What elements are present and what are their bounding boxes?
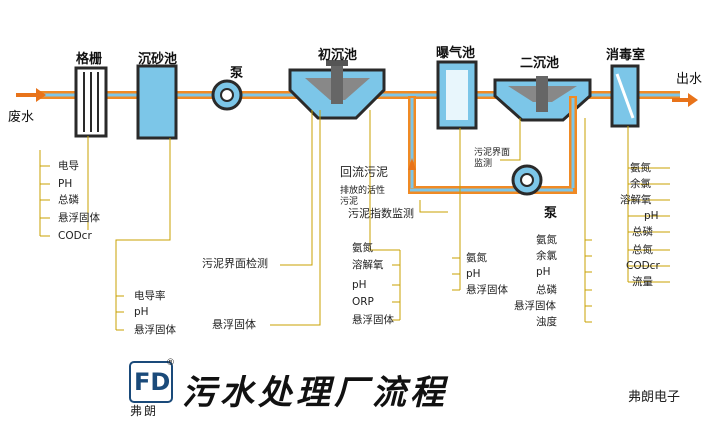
outlet-arrow bbox=[672, 93, 698, 107]
label-inlet: 废水 bbox=[8, 110, 35, 125]
param-outlet-6: CODcr bbox=[626, 260, 660, 272]
primary-clarifier-unit bbox=[288, 60, 386, 120]
param-aeration-0: 氨氮 bbox=[466, 252, 487, 264]
param-inlet-0: 电导 bbox=[58, 160, 79, 172]
param-outlet-4: 总磷 bbox=[632, 226, 653, 238]
return-arrow bbox=[408, 158, 416, 170]
param-pump1-2: 悬浮固体 bbox=[134, 324, 176, 336]
logo-glyph: FD bbox=[134, 368, 171, 396]
label-sludge-index-monitor: 污泥指数监测 bbox=[348, 207, 414, 220]
grit-chamber-unit bbox=[136, 64, 178, 140]
secondary-clarifier-unit bbox=[493, 76, 592, 122]
param-secondary-0: 氨氮 bbox=[536, 234, 557, 246]
diagram-title: 污水处理厂流程 bbox=[182, 373, 448, 413]
param-secondary-1: 余氯 bbox=[536, 250, 557, 262]
monitor-lines bbox=[39, 110, 670, 331]
label-primary-clarifier: 初沉池 bbox=[318, 48, 358, 63]
param-inlet-2: 总磷 bbox=[58, 194, 79, 206]
param-outlet-7: 流量 bbox=[632, 276, 653, 288]
label-sludge-interface-detection: 污泥界面检测 bbox=[202, 257, 268, 270]
logo-text: 弗朗 bbox=[130, 404, 159, 418]
param-primary-3: ORP bbox=[352, 296, 374, 308]
param-primary-1: 溶解氧 bbox=[352, 259, 384, 271]
param-outlet-3: pH bbox=[644, 210, 659, 222]
param-inlet-3: 悬浮固体 bbox=[58, 212, 100, 224]
label-disinfection-room: 消毒室 bbox=[606, 48, 646, 63]
param-primary-4: 悬浮固体 bbox=[352, 314, 394, 326]
label-secondary-clarifier: 二沉池 bbox=[520, 56, 560, 71]
param-secondary-3: 总磷 bbox=[536, 284, 557, 296]
param-primary-0: 氨氮 bbox=[352, 242, 373, 254]
label-return-sludge: 回流污泥 bbox=[340, 165, 389, 179]
inlet-arrow bbox=[16, 88, 46, 102]
param-aeration-1: pH bbox=[466, 268, 481, 280]
label-pump1: 泵 bbox=[230, 66, 244, 81]
aeration-tank-unit bbox=[436, 60, 478, 130]
label-waste-sludge: 排放的活性污泥 bbox=[340, 186, 386, 207]
param-primary-2: pH bbox=[352, 279, 367, 291]
label-grit-chamber: 沉砂池 bbox=[138, 52, 178, 67]
param-outlet-2: 溶解氧 bbox=[620, 194, 652, 206]
param-outlet-0: 氨氮 bbox=[630, 162, 651, 174]
label-sludge-interface-monitor-top: 污泥界面监测 bbox=[474, 148, 511, 169]
param-outlet-5: 总氮 bbox=[632, 244, 653, 256]
logo bbox=[129, 361, 173, 403]
logo-registered: ® bbox=[166, 358, 175, 368]
param-pump1-1: pH bbox=[134, 306, 149, 318]
watermark: 弗朗电子 bbox=[628, 390, 681, 405]
param-aeration-2: 悬浮固体 bbox=[466, 284, 508, 296]
label-grille: 格栅 bbox=[76, 52, 103, 67]
label-aeration-tank: 曝气池 bbox=[436, 46, 476, 61]
disinfection-unit bbox=[610, 64, 640, 128]
label-pump2: 泵 bbox=[544, 206, 558, 221]
grille-unit bbox=[74, 66, 108, 138]
param-inlet-4: CODcr bbox=[58, 230, 92, 242]
param-inlet-1: PH bbox=[58, 178, 73, 190]
return-sludge-pipe bbox=[408, 96, 577, 196]
param-outlet-1: 余氯 bbox=[630, 178, 651, 190]
param-secondary-5: 浊度 bbox=[536, 316, 557, 328]
label-outlet: 出水 bbox=[676, 72, 703, 87]
param-secondary-2: pH bbox=[536, 266, 551, 278]
param-secondary-4: 悬浮固体 bbox=[514, 300, 556, 312]
param-pump1-0: 电导率 bbox=[134, 290, 166, 302]
pump1-unit bbox=[211, 79, 243, 111]
label-ss-primary: 悬浮固体 bbox=[212, 318, 256, 331]
